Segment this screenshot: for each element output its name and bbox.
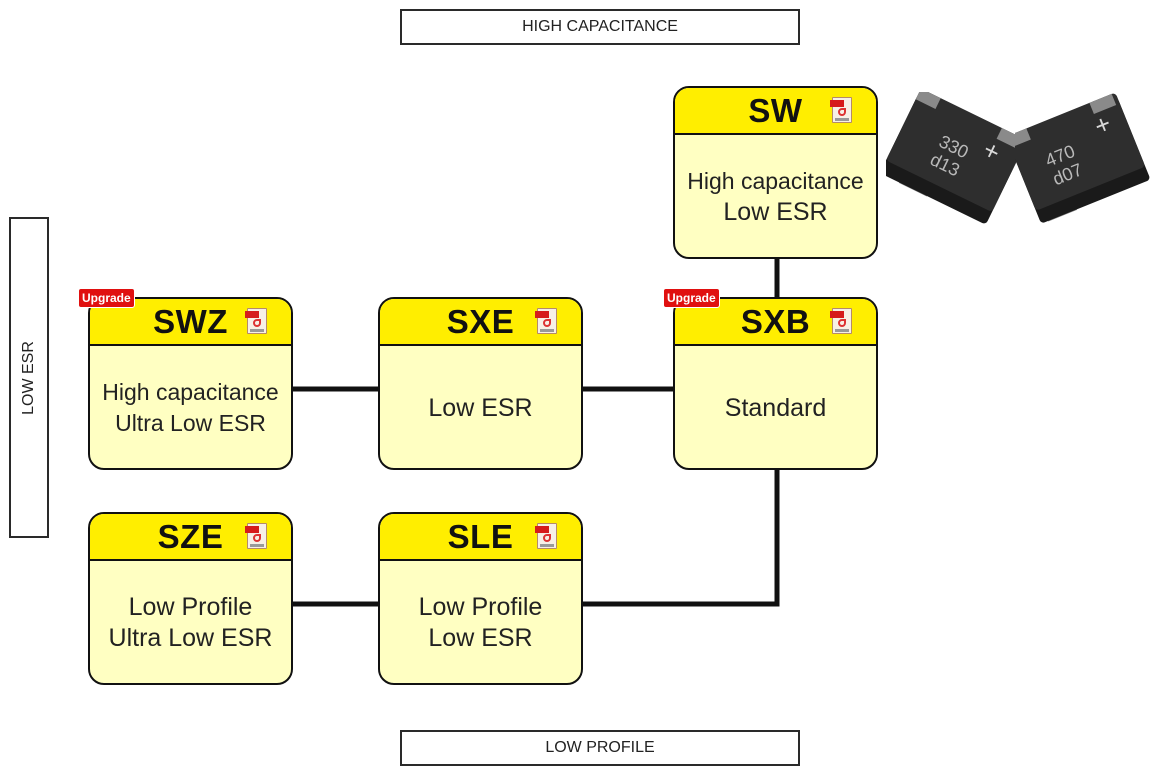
card-line-1: Low Profile bbox=[128, 593, 253, 621]
card-line-2: Ultra Low ESR bbox=[108, 624, 273, 652]
card-title: SLE bbox=[447, 517, 514, 555]
card-header: SZE bbox=[90, 514, 291, 561]
axis-label-low-profile: LOW PROFILE bbox=[400, 730, 800, 766]
axis-label-text: LOW PROFILE bbox=[545, 739, 655, 756]
axis-label-low-esr: LOW ESR bbox=[9, 217, 49, 538]
axis-label-high-capacitance: HIGH CAPACITANCE bbox=[400, 9, 800, 45]
pdf-icon[interactable] bbox=[245, 308, 267, 334]
card-sw[interactable]: SW High capacitance Low ESR bbox=[673, 86, 878, 259]
card-body: Low Profile Low ESR bbox=[380, 561, 581, 683]
card-sxb[interactable]: SXB Standard Upgrade bbox=[663, 288, 878, 470]
connector-sle-sxb bbox=[582, 470, 780, 607]
capacitor-image-2: + 470 d07 bbox=[1015, 93, 1150, 223]
upgrade-badge: Upgrade bbox=[663, 288, 720, 308]
card-title: SXE bbox=[446, 302, 515, 340]
pdf-icon[interactable] bbox=[830, 97, 852, 123]
card-line-1: Low Profile bbox=[418, 593, 543, 621]
capacitor-image-1: + 330 d13 bbox=[886, 92, 1021, 224]
pdf-icon[interactable] bbox=[830, 308, 852, 334]
card-body: High capacitance Low ESR bbox=[675, 135, 876, 257]
card-title: SZE bbox=[157, 517, 224, 555]
card-body: Standard bbox=[675, 346, 876, 468]
card-sze[interactable]: SZE Low Profile Ultra Low ESR bbox=[88, 512, 293, 685]
card-header: SLE bbox=[380, 514, 581, 561]
card-title: SW bbox=[748, 91, 803, 129]
card-body: High capacitance Ultra Low ESR bbox=[90, 346, 291, 468]
card-sxe[interactable]: SXE Low ESR bbox=[378, 297, 583, 470]
pdf-icon[interactable] bbox=[245, 523, 267, 549]
card-line-1: Standard bbox=[724, 393, 827, 422]
card-body: Low ESR bbox=[380, 346, 581, 468]
pdf-icon[interactable] bbox=[535, 523, 557, 549]
upgrade-badge: Upgrade bbox=[78, 288, 135, 308]
card-header: SXE bbox=[380, 299, 581, 346]
card-sle[interactable]: SLE Low Profile Low ESR bbox=[378, 512, 583, 685]
card-line-1: Low ESR bbox=[428, 393, 533, 422]
card-line-2: Low ESR bbox=[428, 624, 533, 652]
card-line-2: Low ESR bbox=[723, 198, 828, 226]
card-body: Low Profile Ultra Low ESR bbox=[90, 561, 291, 683]
pdf-icon[interactable] bbox=[535, 308, 557, 334]
card-title: SWZ bbox=[153, 302, 228, 340]
card-line-1: High capacitance bbox=[687, 168, 864, 194]
card-header: SW bbox=[675, 88, 876, 135]
card-line-2: Ultra Low ESR bbox=[115, 410, 266, 436]
card-title: SXB bbox=[740, 302, 811, 340]
card-line-1: High capacitance bbox=[102, 379, 279, 405]
axis-label-text: HIGH CAPACITANCE bbox=[522, 18, 678, 35]
card-swz[interactable]: SWZ High capacitance Ultra Low ESR Upgra… bbox=[78, 288, 293, 470]
